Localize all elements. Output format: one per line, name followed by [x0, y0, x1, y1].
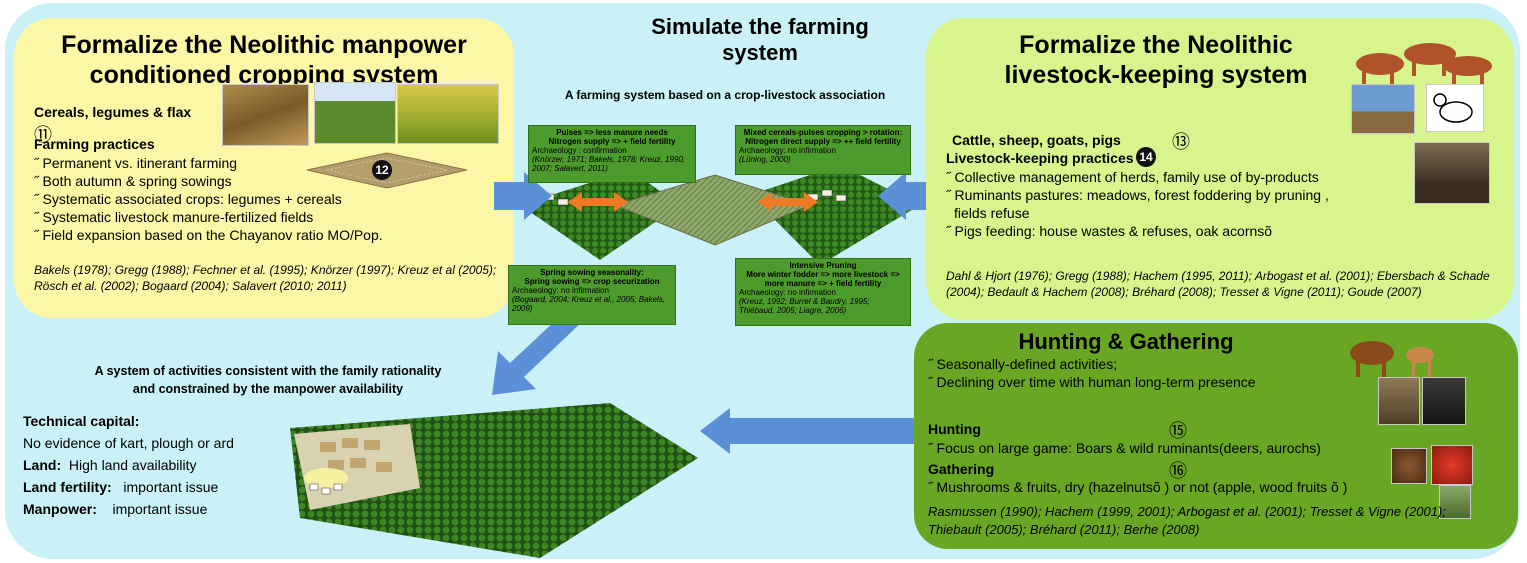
system-output-arrow — [492, 305, 585, 395]
number-16-icon: ⑯ — [1169, 461, 1187, 482]
farming-practices-label: Farming practices — [34, 136, 155, 152]
hunting-intro-list: ˝ Seasonally-defined activities; ˝ Decli… — [928, 355, 1368, 391]
cropping-system-title: Formalize the Neolithic manpower conditi… — [61, 31, 467, 89]
crops-label: Cereals, legumes & flax — [34, 104, 192, 120]
number-13-icon: ⑬ — [1172, 132, 1190, 153]
left-exchange-arrow — [568, 192, 628, 212]
legume-field-photo — [314, 82, 396, 144]
number-14-badge: 14 — [1136, 147, 1156, 167]
berries-photo — [1431, 445, 1473, 485]
cereal-photo — [222, 84, 309, 146]
crop-input-arrow — [494, 172, 552, 220]
livestock-system-title: Formalize the Neolithic livestock-keepin… — [1004, 31, 1308, 89]
forest-landscape-illustration — [290, 403, 698, 558]
flax-field-photo — [397, 84, 499, 144]
land-fertility-label: Land fertility: — [23, 479, 112, 495]
animals-label: Cattle, sheep, goats, pigs — [952, 132, 1121, 148]
practice-item: ˝ Systematic livestock manure-fertilized… — [34, 209, 314, 225]
practice-item: ˝ Both autumn & spring sowings — [34, 173, 232, 189]
practice-item: ˝ Permanent vs. itinerant farming — [34, 155, 238, 171]
land-label: Land: — [23, 457, 62, 473]
livestock-practices-list: ˝ Collective management of herds, family… — [946, 168, 1416, 240]
system-of-activities-title: A system of activities consistent with t… — [94, 364, 442, 396]
land-fertility-value: important issue — [123, 479, 219, 495]
hunting-gathering-title: Hunting & Gathering — [1018, 329, 1234, 354]
livestock-practice-item: fields refuse — [954, 205, 1030, 221]
aurochs-and-deer-illustration — [1350, 341, 1434, 377]
hunting-intro-item: ˝ Seasonally-defined activities; — [928, 356, 1118, 372]
crop-livestock-landscape — [520, 165, 920, 265]
gathering-label: Gathering — [928, 461, 995, 477]
cropping-references: Bakels (1978); Gregg (1988); Fechner et … — [34, 263, 497, 293]
mouflon-drawing — [1426, 84, 1484, 132]
boar-photo — [1414, 142, 1490, 204]
hunting-label: Hunting — [928, 421, 981, 437]
hazelnut-photo — [1391, 448, 1427, 484]
hunting-input-arrow — [700, 408, 915, 454]
pulses-info-box: Pulses => less manure needs Nitrogen sup… — [528, 125, 696, 183]
technical-capital-value: No evidence of kart, plough or ard — [23, 435, 234, 451]
technical-capital-label: Technical capital: — [23, 413, 140, 429]
cattle-illustration — [1356, 43, 1492, 86]
number-11-icon: ⑪ — [34, 125, 52, 146]
cropping-system-panel: Formalize the Neolithic manpower conditi… — [14, 18, 514, 318]
manpower-label: Manpower: — [23, 501, 97, 517]
livestock-practice-item: ˝ Collective management of herds, family… — [946, 169, 1319, 185]
gathering-item: ˝ Mushrooms & fruits, dry (hazelnutsõ ) … — [928, 479, 1348, 495]
hunting-item: ˝ Focus on large game: Boars & wild rumi… — [928, 440, 1321, 456]
system-attributes: Technical capital: No evidence of kart, … — [23, 410, 293, 520]
sowing-seasonality-info-box: Spring sowing seasonality: Spring sowing… — [508, 265, 676, 325]
hunting-gathering-panel: Hunting & Gathering ˝ Seasonally-defined… — [914, 323, 1518, 549]
wild-boar-photo — [1422, 377, 1466, 425]
practice-item: ˝ Systematic associated crops: legumes +… — [34, 191, 342, 207]
intensive-pruning-info-box: Intensive Pruning More winter fodder => … — [735, 258, 911, 326]
deer-photo — [1378, 377, 1420, 425]
livestock-system-panel: Formalize the Neolithic livestock-keepin… — [926, 18, 1514, 320]
mixed-cropping-info-box: Mixed cereals-pulses cropping > rotation… — [735, 125, 911, 175]
livestock-practices-label: Livestock-keeping practices — [946, 150, 1134, 166]
center-title: Simulate the farming system — [651, 14, 869, 65]
hunting-intro-item: ˝ Declining over time with human long-te… — [928, 374, 1256, 390]
center-subtitle: A farming system based on a crop-livesto… — [564, 88, 886, 102]
number-12-badge: 12 — [372, 160, 392, 180]
livestock-practice-item: ˝ Pigs feeding: house wastes & refuses, … — [946, 223, 1273, 239]
farming-practices-list: ˝ Permanent vs. itinerant farming ˝ Both… — [34, 154, 504, 244]
right-exchange-arrow — [758, 192, 818, 212]
practice-item: ˝ Field expansion based on the Chayanov … — [34, 227, 383, 243]
land-value: High land availability — [68, 457, 197, 473]
ibex-photo — [1351, 84, 1415, 134]
livestock-practice-item: ˝ Ruminants pastures: meadows, forest fo… — [946, 187, 1329, 203]
manpower-value: important issue — [112, 501, 208, 517]
livestock-references: Dahl & Hjort (1976); Gregg (1988); Hache… — [946, 269, 1490, 299]
livestock-input-arrow — [878, 172, 936, 220]
number-15-icon: ⑮ — [1169, 421, 1187, 442]
hunting-references: Rasmussen (1990); Hachem (1999, 2001); A… — [928, 504, 1446, 537]
wild-plant-photo — [1439, 485, 1471, 519]
